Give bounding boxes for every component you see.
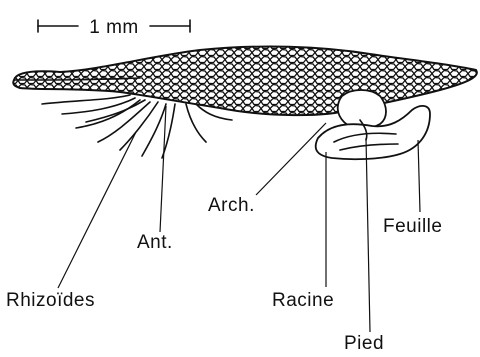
- thallus-body: [13, 47, 477, 116]
- label-ant: Ant.: [137, 232, 173, 253]
- scale-bar-label: 1 mm: [89, 17, 139, 38]
- label-feuille: Feuille: [383, 216, 442, 237]
- label-arch: Arch.: [208, 195, 255, 216]
- scale-bar: 1 mm: [38, 17, 190, 38]
- leader-lines: [58, 106, 420, 332]
- label-rhizoides: Rhizoïdes: [6, 290, 95, 311]
- label-racine: Racine: [272, 290, 334, 311]
- label-pied: Pied: [344, 333, 384, 354]
